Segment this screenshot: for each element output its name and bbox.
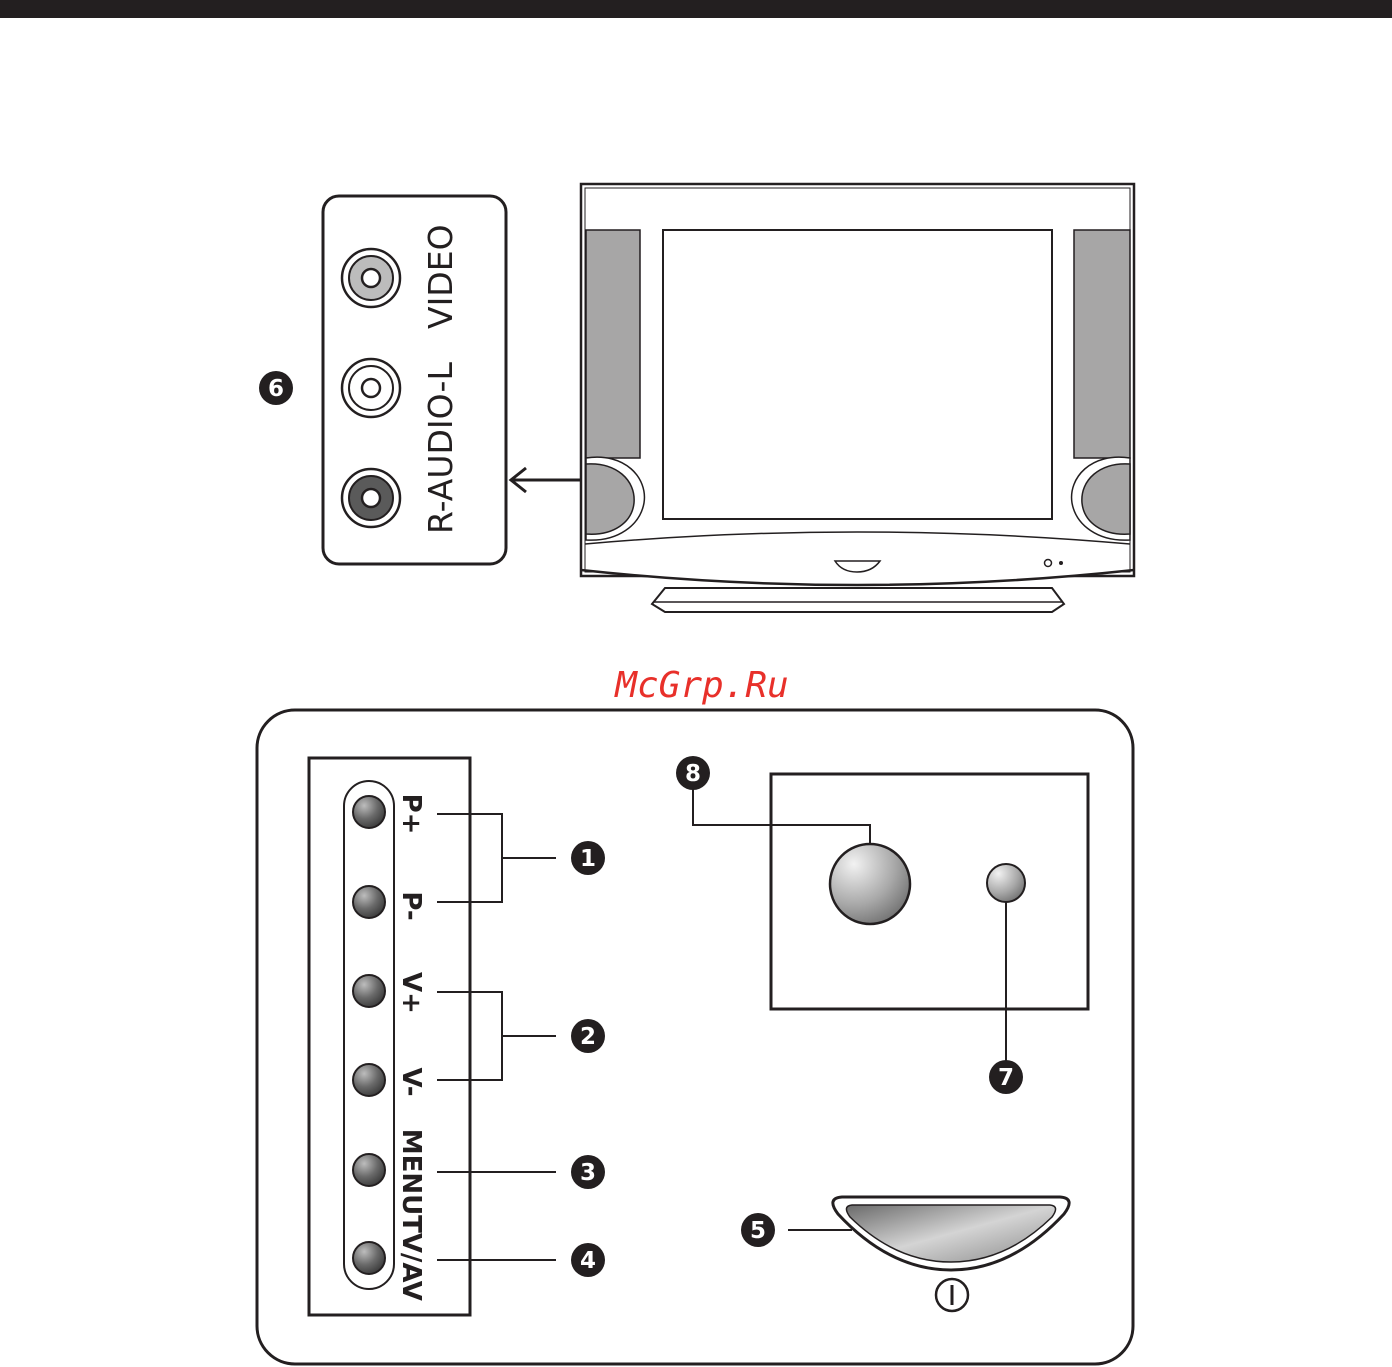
callout-4: 4	[571, 1243, 605, 1277]
v-minus-label: V-	[396, 1067, 426, 1096]
tv-front	[581, 184, 1134, 612]
av-input-panel: R-AUDIO-L VIDEO	[323, 196, 506, 564]
tv-stand	[652, 588, 1064, 612]
power-symbol-icon	[936, 1279, 968, 1311]
svg-text:2: 2	[580, 1024, 596, 1050]
tvav-label: TV/AV	[396, 1215, 426, 1301]
callout-2: 2	[571, 1019, 605, 1053]
svg-text:7: 7	[998, 1065, 1014, 1091]
right-speaker	[1072, 230, 1130, 540]
tv-indicator-dot	[1059, 561, 1063, 565]
menu-label: MENU	[396, 1129, 426, 1216]
tv-screen	[663, 230, 1052, 519]
control-panel-detail: P+ P- V+ V- MENU TV/AV 1 2 3	[257, 710, 1133, 1364]
video-label: VIDEO	[421, 224, 460, 329]
callout-6: 6	[259, 371, 293, 405]
standby-indicator	[987, 864, 1025, 902]
svg-text:4: 4	[580, 1248, 596, 1274]
watermark: McGrp.Ru	[613, 665, 788, 706]
menu-button[interactable]	[353, 1154, 385, 1186]
svg-text:1: 1	[580, 846, 596, 872]
v-plus-label: V+	[396, 972, 426, 1014]
p-plus-button[interactable]	[353, 796, 385, 828]
svg-text:5: 5	[750, 1218, 766, 1244]
callout-8: 8	[676, 756, 710, 790]
tvav-button[interactable]	[353, 1242, 385, 1274]
button-track	[344, 781, 394, 1289]
callout-5: 5	[741, 1213, 775, 1247]
video-jack	[342, 249, 400, 307]
v-plus-button[interactable]	[353, 975, 385, 1007]
svg-text:8: 8	[685, 761, 701, 787]
callout-1: 1	[571, 841, 605, 875]
left-speaker	[586, 230, 644, 540]
svg-text:3: 3	[580, 1160, 596, 1186]
callout-3: 3	[571, 1155, 605, 1189]
sensor-window	[771, 774, 1088, 1009]
p-plus-label: P+	[396, 794, 426, 835]
audio-label: R-AUDIO-L	[421, 362, 460, 534]
remote-sensor	[830, 844, 910, 924]
v-minus-button[interactable]	[353, 1064, 385, 1096]
av-arrow	[511, 468, 581, 492]
p-minus-button[interactable]	[353, 886, 385, 918]
audio-right-jack	[342, 469, 400, 527]
audio-left-jack	[342, 359, 400, 417]
svg-text:6: 6	[268, 376, 284, 402]
p-minus-label: P-	[396, 891, 426, 920]
callout-7: 7	[989, 1060, 1023, 1094]
